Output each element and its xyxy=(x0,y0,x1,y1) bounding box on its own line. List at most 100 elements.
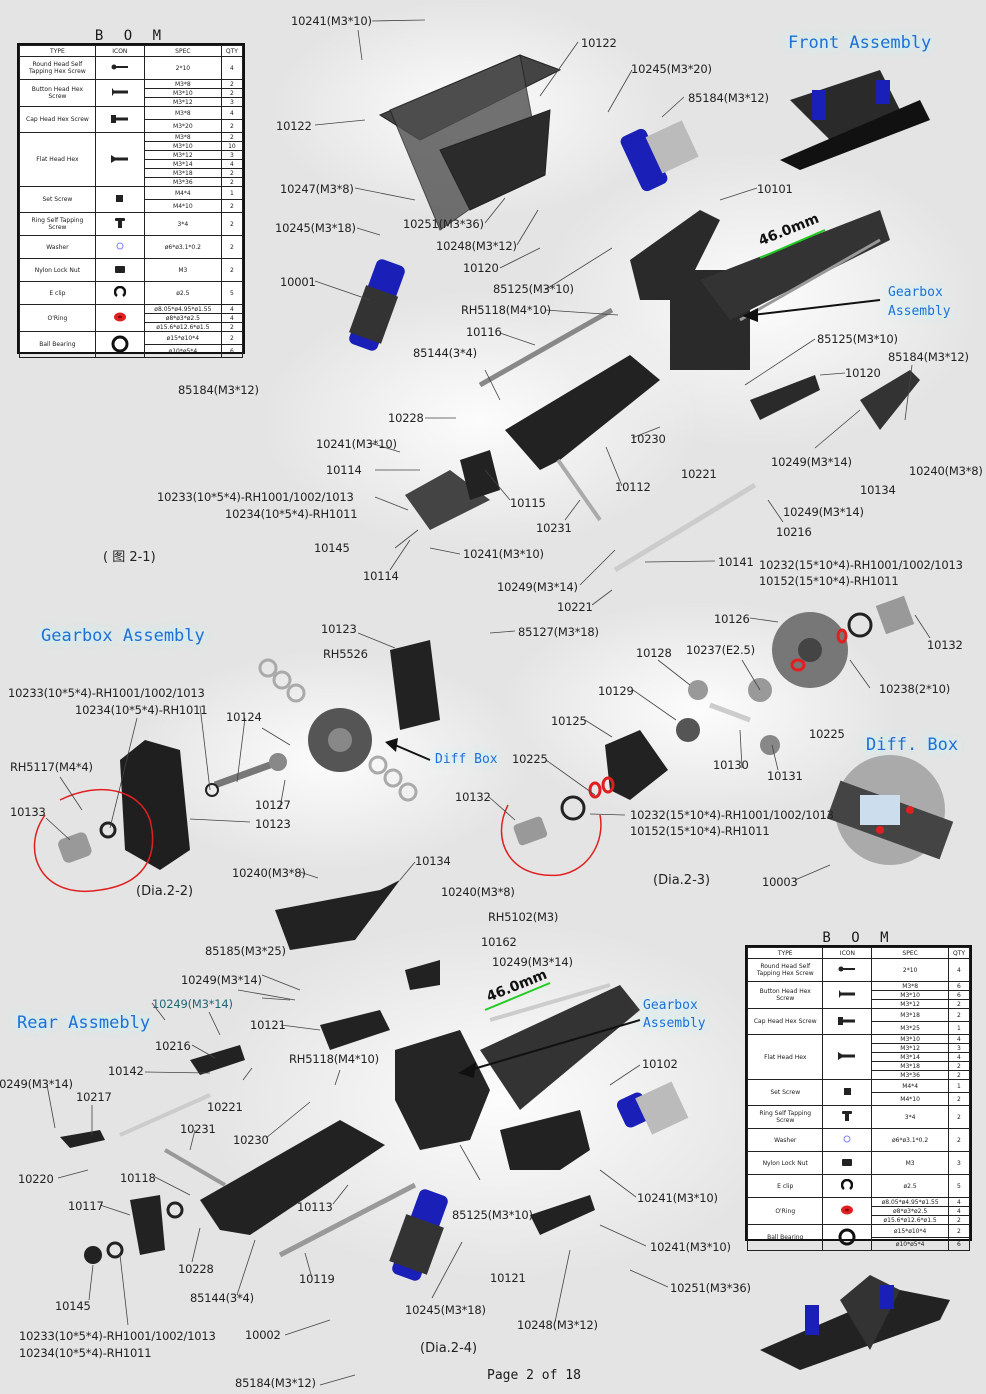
round-head-screw-icon xyxy=(822,958,873,982)
bom-qty: 5 xyxy=(220,281,244,305)
part-label: 10251(M3*36) xyxy=(670,1281,751,1295)
part-label: 10232(15*10*4)-RH1001/1002/1013 xyxy=(630,808,834,822)
part-label: RH5102(M3) xyxy=(488,910,559,924)
part-label: 10231 xyxy=(180,1122,216,1136)
bom-type: Flat Head Hex xyxy=(746,1034,824,1080)
set-screw-icon xyxy=(822,1079,873,1106)
bom-type: Washer xyxy=(19,235,96,259)
part-label: 10216 xyxy=(155,1039,191,1053)
part-label: 10134 xyxy=(860,483,896,497)
part-label: 10122 xyxy=(276,119,312,133)
bom-spec: 2*10 xyxy=(143,56,222,80)
bom-spec: M3*12 xyxy=(871,999,949,1009)
bom-type: Nylon Lock Nut xyxy=(19,258,96,282)
part-label: 10248(M3*12) xyxy=(436,239,517,253)
rear-assembly-title: Rear Assmebly xyxy=(17,1013,151,1033)
part-label: 10234(10*5*4)-RH1011 xyxy=(75,703,208,717)
part-label: 10231 xyxy=(536,521,572,535)
part-label: 10247(M3*8) xyxy=(280,182,354,196)
page-number: Page 2 of 18 xyxy=(487,1368,581,1383)
bom-spec: M4*4 xyxy=(871,1079,949,1093)
bom-qty: 2 xyxy=(947,1092,971,1106)
part-label: 10221 xyxy=(681,467,717,481)
bom-spec: M3*20 xyxy=(143,119,222,133)
bom-qty: 2 xyxy=(220,132,244,142)
lock-nut-icon xyxy=(822,1151,873,1175)
part-label: 10232(15*10*4)-RH1001/1002/1013 xyxy=(759,558,963,572)
ball-bearing-icon xyxy=(822,1224,873,1251)
part-label: 10233(10*5*4)-RH1001/1002/1013 xyxy=(19,1329,216,1343)
part-label: 10241(M3*10) xyxy=(650,1240,731,1254)
front-driveshaft-part xyxy=(478,307,614,388)
bom-spec: M4*10 xyxy=(143,199,222,213)
part-label: 10230 xyxy=(630,432,666,446)
bom-title: B O M xyxy=(822,930,895,946)
bom-spec: M3*14 xyxy=(871,1052,949,1062)
part-label: 10132 xyxy=(455,790,491,804)
part-label: 10241(M3*10) xyxy=(316,437,397,451)
bom-spec: ø2.5 xyxy=(871,1174,949,1198)
part-label: 10225 xyxy=(809,727,845,741)
bom-spec: ø2.5 xyxy=(143,281,222,305)
part-label: 10241(M3*10) xyxy=(291,14,372,28)
bom-spec: ø6*ø3.1*0.2 xyxy=(871,1128,949,1152)
part-label: 10128 xyxy=(636,646,672,660)
part-label: 85184(M3*12) xyxy=(688,91,769,105)
front-assembly-render xyxy=(780,70,930,170)
bom-spec: ø15*ø10*4 xyxy=(143,331,222,345)
part-label: 10240(M3*8) xyxy=(441,885,515,899)
bom-type: Button Head Hex Screw xyxy=(746,981,824,1009)
part-label: 10234(10*5*4)-RH1011 xyxy=(225,507,358,521)
part-label: 10121 xyxy=(250,1018,286,1032)
part-label: 10114 xyxy=(363,569,399,583)
rear-assembly-render xyxy=(760,1275,950,1370)
front-assembly-title: Front Assembly xyxy=(788,33,932,53)
bom-spec: ø15*ø10*4 xyxy=(871,1224,949,1238)
bom-qty: 2 xyxy=(220,331,244,345)
part-label: 10102 xyxy=(642,1057,678,1071)
bom-header-spec: SPEC xyxy=(143,45,222,57)
bom-spec: ø8*ø3*ø2.5 xyxy=(143,313,222,323)
part-label: 10130 xyxy=(713,758,749,772)
bom-qty: 2 xyxy=(220,258,244,282)
part-label: 10241(M3*10) xyxy=(637,1191,718,1205)
bom-type: Cap Head Hex Screw xyxy=(19,106,96,133)
diff-case-part xyxy=(605,730,668,800)
part-label: 10228 xyxy=(178,1262,214,1276)
part-label: 10220 xyxy=(18,1172,54,1186)
part-label: 10241(M3*10) xyxy=(463,547,544,561)
diff-box-title: Diff. Box xyxy=(866,735,959,755)
part-label: RH5526 xyxy=(323,647,368,661)
bom-qty: 2 xyxy=(220,212,244,236)
bom-spec: ø6*ø3.1*0.2 xyxy=(143,235,222,259)
part-label: 10251(M3*36) xyxy=(403,217,484,231)
set-screw-icon xyxy=(94,186,145,213)
part-label: 85125(M3*10) xyxy=(493,282,574,296)
bom-spec: M3*10 xyxy=(143,88,222,98)
bom-type: Button Head Hex Screw xyxy=(19,79,96,107)
part-label: 10124 xyxy=(226,710,262,724)
bom-type: Washer xyxy=(746,1128,824,1152)
bom-qty: 4 xyxy=(947,958,971,982)
diff-box-render xyxy=(826,755,954,865)
gearbox-callout-rear-line1: Gearbox xyxy=(643,998,698,1013)
part-label: 10217 xyxy=(76,1090,112,1104)
bom-qty: 2 xyxy=(220,199,244,213)
ring-screw-icon xyxy=(822,1105,873,1129)
part-label: 10249(M3*14) xyxy=(771,455,852,469)
part-label: 85184(M3*12) xyxy=(888,350,969,364)
part-label: 10126 xyxy=(714,612,750,626)
part-label: 10234(10*5*4)-RH1011 xyxy=(19,1346,152,1360)
